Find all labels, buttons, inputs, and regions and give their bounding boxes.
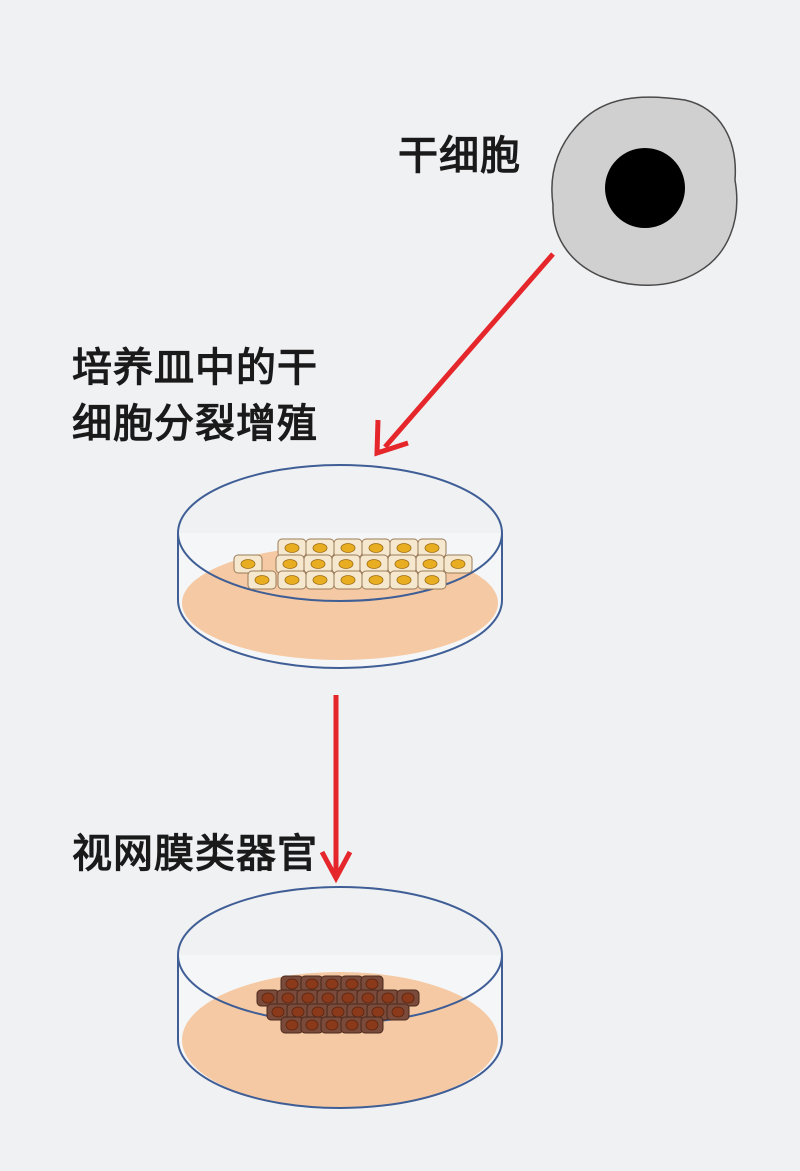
organoid-cell-icon: [320, 1016, 344, 1034]
organoid-cell-icon: [276, 989, 300, 1007]
organoid-cell-icon: [316, 989, 340, 1007]
cell-icon: [361, 538, 391, 558]
cell-icon: [303, 554, 333, 574]
proliferating-cells: [233, 538, 473, 590]
organoid-cell-icon: [360, 1016, 384, 1034]
retinal-organoid-label: 视网膜类器官: [72, 831, 318, 877]
cell-icon: [277, 538, 307, 558]
petri-dish-proliferation: [177, 464, 503, 669]
cell-icon: [275, 554, 305, 574]
cell-icon: [333, 570, 363, 590]
cell-icon: [361, 570, 391, 590]
cell-icon: [233, 554, 263, 574]
cell-icon: [331, 554, 361, 574]
petri-dish-organoid: [177, 886, 503, 1109]
organoid-cell-icon: [336, 989, 360, 1007]
organoid-cell-icon: [266, 1003, 290, 1021]
cell-icon: [417, 570, 447, 590]
cell-icon: [415, 554, 445, 574]
cell-icon: [389, 538, 419, 558]
arrow-dish-to-organoid: [319, 695, 353, 884]
cell-icon: [333, 538, 363, 558]
cell-icon: [277, 570, 307, 590]
organoid-cell-icon: [280, 1016, 304, 1034]
cell-icon: [247, 570, 277, 590]
organoid-cell-icon: [296, 989, 320, 1007]
cell-icon: [305, 538, 335, 558]
organoid-cell-icon: [386, 1003, 410, 1021]
organoid-cells: [256, 975, 420, 1034]
stem-cell-icon: [551, 96, 738, 286]
arrow-stem-to-dish: [374, 252, 555, 457]
cell-icon: [389, 570, 419, 590]
organoid-cell-icon: [306, 1003, 330, 1021]
organoid-cell-icon: [356, 989, 380, 1007]
nucleus-icon: [605, 148, 685, 228]
cell-icon: [387, 554, 417, 574]
cell-icon: [417, 538, 447, 558]
organoid-cell-icon: [300, 1016, 324, 1034]
cell-icon: [305, 570, 335, 590]
organoid-cell-icon: [256, 989, 280, 1007]
culture-proliferation-label: 培养皿中的干细胞分裂增殖: [72, 345, 318, 447]
stem-cell-label: 干细胞: [398, 133, 521, 179]
cell-icon: [443, 554, 473, 574]
cell-icon: [359, 554, 389, 574]
organoid-cell-icon: [340, 1016, 364, 1034]
